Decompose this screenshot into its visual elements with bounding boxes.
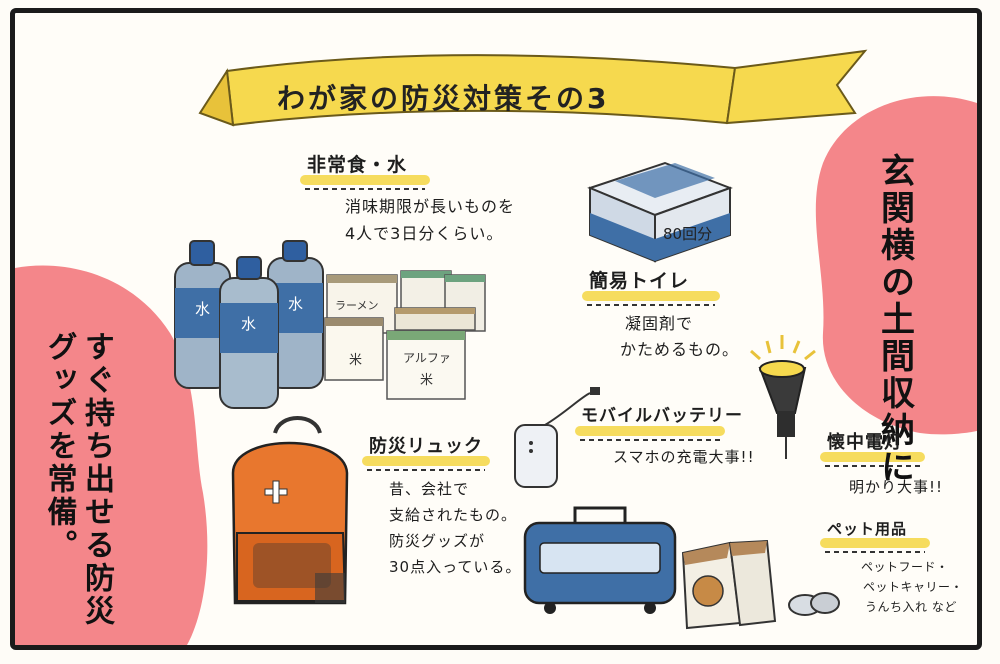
pet-heading: ペット用品 [827,520,908,538]
illustration-layer [15,49,977,645]
backpack-note-line1: 昔、会社で [389,480,470,498]
food-heading: 非常食・水 [307,154,408,176]
toilet-note-line2: かためるもの。 [620,340,740,359]
backpack-heading: 防災リュック [369,436,483,457]
food-note-line1: 消味期限が長いものを [345,197,516,216]
pet-food-bags [681,539,840,630]
right-pink-blob [815,96,977,435]
pet-note-line1: ペットフード・ [861,560,949,574]
alpha-label: アルファ [403,351,451,365]
panel-frame: わが家の防災対策その3 玄関横の土間収納に すぐ持ち出せる防災グッズを常備。 非… [10,8,982,650]
left-pink-blob [15,265,208,645]
flashlight [750,335,816,459]
toilet-heading: 簡易トイレ [589,270,690,292]
food-note-line2: 4人で3日分くらい。 [345,224,504,243]
alpha-star: 米 [420,373,434,388]
banner-title: わが家の防災対策その3 [277,82,610,115]
backpack-note-line3: 防災グッズが [389,532,486,550]
mobile-battery [514,387,600,488]
backpack [231,416,349,605]
water-label-1: 水 [195,300,211,318]
pet-note-line2: ペットキャリー・ [863,580,964,594]
right-blob-text: 玄関横の土間収納に [874,153,915,486]
flashlight-note: 明かり大事!! [849,478,944,496]
ramen-label: ラーメン [335,299,379,312]
title-banner [198,49,868,127]
flashlight-heading: 懐中電灯 [827,432,903,453]
battery-heading: モバイルバッテリー [581,406,743,426]
pack-star: 米 [349,353,363,368]
toilet-note-line1: 凝固剤で [625,314,694,333]
pet-note-line3: うんち入れ など [865,600,957,614]
toilet-box [587,161,733,263]
toilet-box-label: 80回分 [663,225,713,243]
battery-note: スマホの充電大事!! [613,448,755,466]
water-bottles [174,240,324,409]
backpack-note-line2: 支給されたもの。 [389,506,518,524]
left-blob-text: すぐ持ち出せる防災グッズを常備。 [41,331,115,628]
water-label-2: 水 [241,315,257,333]
pet-carrier [523,506,677,614]
backpack-note-line4: 30点入っている。 [389,558,522,576]
food-packs [324,270,486,400]
water-label-3: 水 [288,295,304,313]
